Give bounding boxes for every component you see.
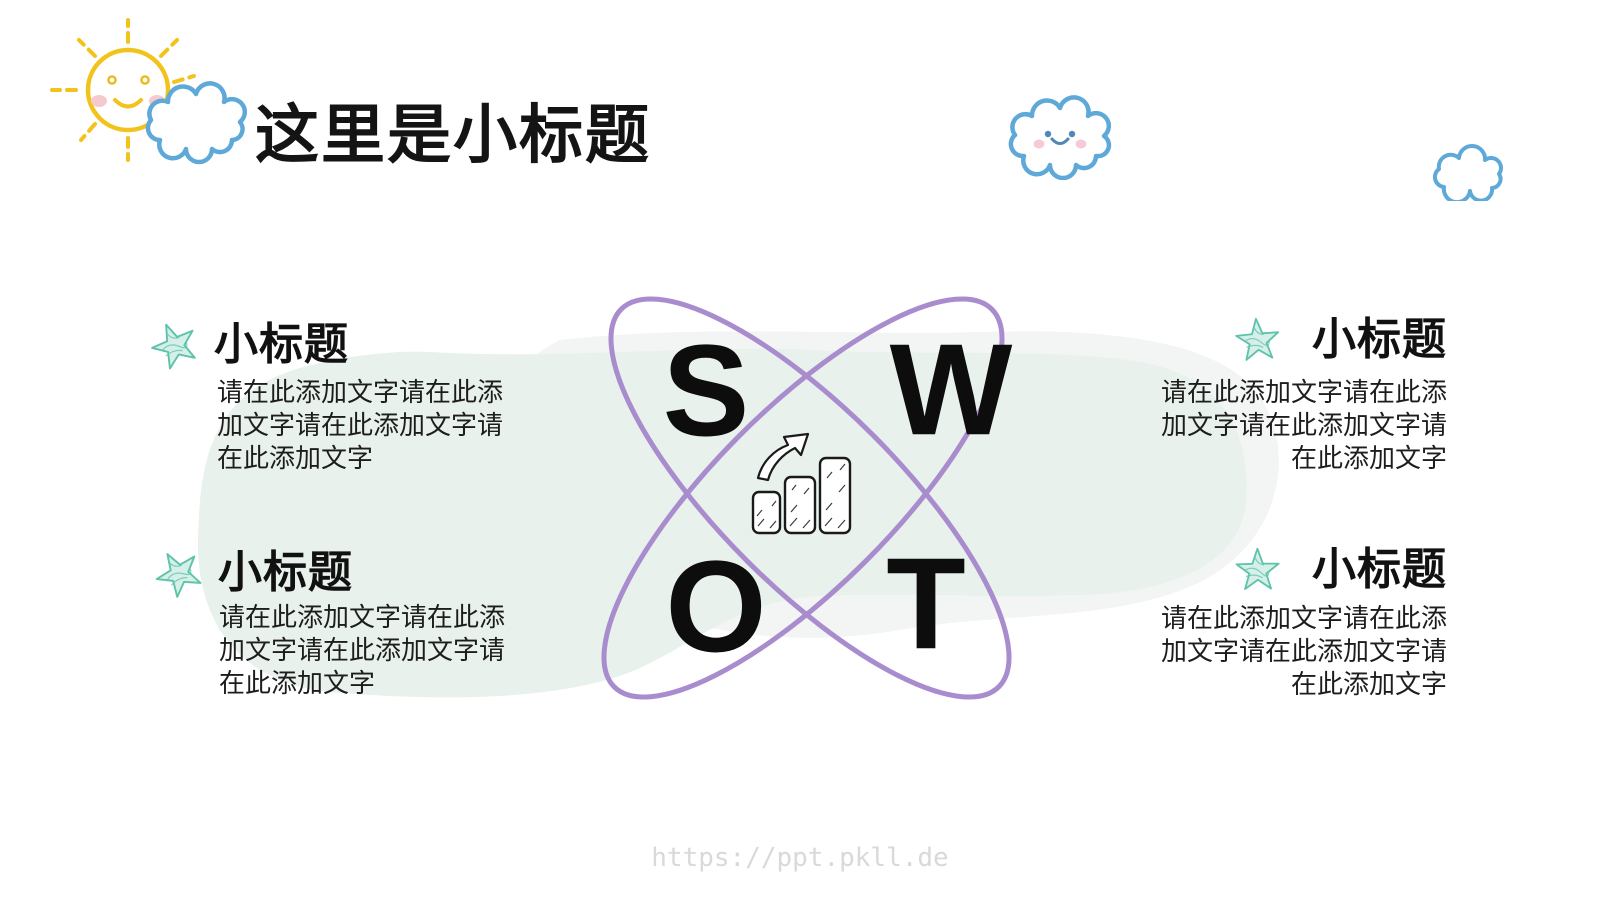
swot-ellipse-st	[608, 296, 1012, 700]
watermark-url: https://ppt.pkll.de	[651, 843, 949, 873]
up-arrow-icon	[756, 432, 810, 482]
star-icon	[1235, 547, 1280, 590]
swot-letter-t: T	[886, 530, 966, 677]
page-title: 这里是小标题	[255, 98, 651, 171]
background-blob-mint	[197, 348, 1247, 698]
block-heading: 小标题	[218, 547, 353, 597]
block-heading: 小标题	[1312, 544, 1447, 594]
swot-letter-s: S	[662, 317, 750, 464]
star-icon	[155, 553, 202, 598]
block-body: 请在此添加文字请在此添加文字请在此添加文字请在此添加文字	[1160, 603, 1447, 699]
star-icon	[1235, 317, 1280, 361]
swot-ellipse-wo	[601, 296, 1005, 700]
small-cloud-icon	[1432, 144, 1503, 201]
sun-face-icon	[50, 18, 248, 165]
block-body: 请在此添加文字请在此添加文字请在此添加文字请在此添加文字	[1160, 377, 1447, 473]
block-top-right-heading-row: 小标题	[1151, 314, 1447, 366]
star-icon	[151, 323, 196, 370]
block-body: 请在此添加文字请在此添加文字请在此添加文字请在此添加文字	[219, 602, 506, 698]
block-body: 请在此添加文字请在此添加文字请在此添加文字请在此添加文字	[217, 377, 504, 473]
block-bottom-right-heading-row: 小标题	[1151, 544, 1447, 596]
block-heading: 小标题	[214, 319, 349, 369]
swot-letter-w: W	[889, 316, 1013, 463]
block-top-left-heading-row: 小标题	[150, 318, 349, 372]
block-bottom-left-heading-row: 小标题	[154, 546, 353, 600]
growth-chart-icon	[751, 432, 852, 535]
cloud-icon	[145, 81, 248, 165]
cloud-face-icon	[1008, 95, 1112, 180]
swot-letter-o: O	[665, 533, 767, 680]
block-heading: 小标题	[1312, 314, 1447, 364]
